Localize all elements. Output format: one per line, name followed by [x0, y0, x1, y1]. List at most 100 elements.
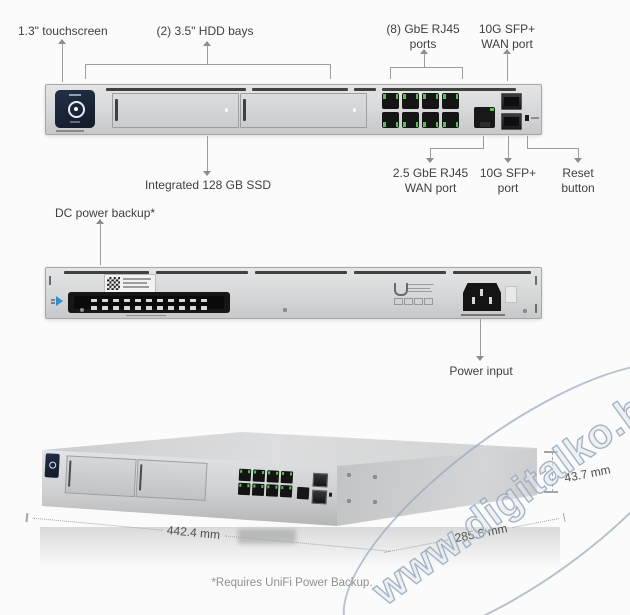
- inlet-pin: [472, 297, 475, 304]
- label-textline: [123, 278, 151, 280]
- vent-slot: [106, 88, 246, 91]
- bracket-reset-drop: [578, 148, 579, 159]
- reset-silkscreen: [531, 117, 539, 119]
- reset-button-dot: [328, 492, 332, 497]
- screw: [523, 309, 527, 313]
- vent-slot: [354, 271, 446, 274]
- vent-slot: [156, 271, 248, 274]
- dc-pin: [190, 306, 196, 310]
- hdd-bay-door: [135, 459, 208, 501]
- silkscreen-logo: [56, 129, 84, 132]
- wan-rj45-port: [296, 486, 310, 500]
- inlet-pin: [480, 289, 483, 296]
- callout-touchscreen: 1.3" touchscreen: [18, 24, 108, 38]
- dc-pin: [146, 298, 152, 302]
- rj45-port: [422, 112, 439, 128]
- hdd-bay-door: [112, 93, 239, 128]
- leader-sfp: [508, 136, 509, 159]
- hdd-bay-door: [64, 455, 137, 498]
- vent-slot: [64, 271, 149, 274]
- dc-silkscreen: [126, 314, 166, 316]
- leader-arrow: [574, 158, 582, 163]
- bracket-wan: [430, 148, 484, 149]
- vent-slot: [382, 88, 516, 91]
- rj45-port: [402, 93, 419, 109]
- label-textline: [123, 282, 147, 284]
- dc-pin: [179, 306, 185, 310]
- vent-slot: [354, 88, 376, 91]
- leader-arrow: [420, 49, 428, 54]
- regulatory-mark: [404, 298, 413, 305]
- touchscreen-dots: [70, 121, 80, 123]
- bracket-gbe: [390, 67, 462, 68]
- regulatory-mark: [414, 298, 423, 305]
- callout-ssd: Integrated 128 GB SSD: [144, 178, 272, 192]
- callout-wan-rj45: 2.5 GbE RJ45 WAN port: [392, 166, 469, 195]
- regulatory-textline: [408, 284, 434, 286]
- bracket-hdd-left: [85, 64, 86, 79]
- screw: [347, 499, 351, 503]
- rj45-port: [442, 112, 459, 128]
- leader-reset-stub: [527, 136, 528, 148]
- touchscreen: [55, 90, 95, 128]
- vent-slot: [252, 88, 348, 91]
- dc-connector-recess: [74, 296, 224, 310]
- leader-arrow: [426, 158, 434, 163]
- screw: [373, 500, 377, 504]
- dc-pin: [146, 306, 152, 310]
- rj45-port: [251, 483, 265, 497]
- dc-pin: [102, 306, 108, 310]
- rj45-port: [382, 93, 399, 109]
- leader-arrow: [503, 49, 511, 54]
- rj45-port: [238, 468, 252, 482]
- dc-pin: [124, 306, 130, 310]
- touchscreen-statusline: [69, 94, 81, 96]
- vent-slot: [453, 271, 531, 274]
- leader-arrow: [504, 158, 512, 163]
- hdd-bay-door: [240, 93, 367, 128]
- screw: [347, 473, 351, 477]
- screw: [283, 308, 287, 312]
- bracket-gbe-left: [390, 67, 391, 79]
- power-inlet-sticker: [505, 286, 517, 303]
- dc-pin: [102, 298, 108, 302]
- dc-pin: [190, 298, 196, 302]
- rj45-port: [279, 484, 293, 498]
- sfp-stack: [501, 93, 522, 130]
- leader-power-input: [480, 319, 481, 357]
- leader-arrow: [203, 41, 211, 46]
- dc-pin: [135, 298, 141, 302]
- callout-dc-backup: DC power backup*: [55, 206, 156, 220]
- rj45-port: [402, 112, 419, 128]
- regulatory-mark: [394, 298, 403, 305]
- regulatory-textline: [408, 287, 430, 289]
- rj45-port: [237, 482, 251, 496]
- leader-arrow: [203, 171, 211, 176]
- callout-sfp: 10G SFP+ port: [479, 166, 537, 195]
- sfp-cage: [311, 489, 328, 505]
- dim-tick: [25, 512, 28, 522]
- callout-gbe-ports: (8) GbE RJ45 ports: [386, 22, 460, 51]
- bracket-reset: [527, 148, 578, 149]
- dc-pin-grid: [91, 298, 207, 310]
- dim-height-line: [552, 452, 553, 492]
- reflection-ports: [238, 529, 296, 544]
- leader-touchscreen: [62, 43, 63, 82]
- leader-sfp-wan: [507, 53, 508, 81]
- leader-wan-stub: [483, 136, 484, 148]
- dc-pin: [157, 306, 163, 310]
- reflection: [40, 527, 560, 582]
- dc-arrow-icon: [56, 296, 63, 306]
- dc-pin: [157, 298, 163, 302]
- rj45-port-grid: [382, 93, 459, 128]
- regulatory-textline: [408, 291, 432, 293]
- dc-pin: [91, 298, 97, 302]
- screw: [373, 475, 377, 479]
- sfp-cage: [501, 113, 522, 130]
- dim-tick: [544, 491, 558, 493]
- dc-pin: [124, 298, 130, 302]
- leader-arrow: [58, 39, 66, 44]
- bracket-hdd-right: [330, 64, 331, 79]
- front-panel: [45, 84, 542, 135]
